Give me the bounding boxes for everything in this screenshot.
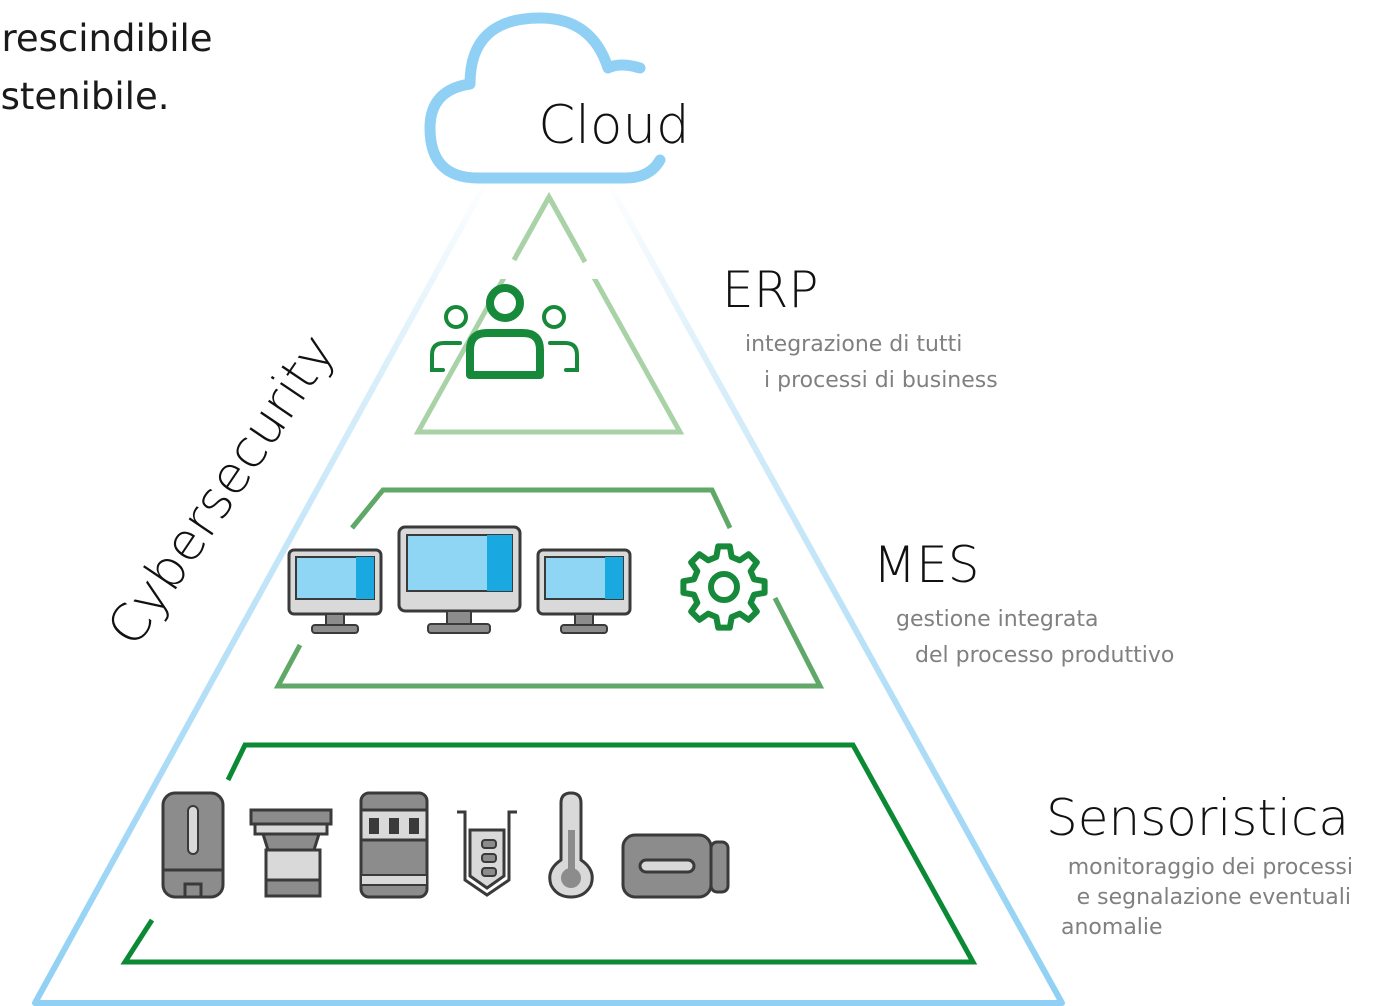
- erp-desc-line-1: integrazione di tutti: [745, 332, 962, 357]
- sensoristica-title: Sensoristica: [1046, 789, 1349, 847]
- intro-text: prescindibile ostenibile.: [0, 10, 213, 126]
- level-probe-icon: [457, 810, 517, 897]
- sensoristica-layer: [120, 742, 978, 965]
- mes-desc-line-1: gestione integrata: [896, 607, 1098, 632]
- monitor-icon: [287, 548, 383, 634]
- cloud-icon: Cloud: [424, 12, 698, 184]
- erp-desc-line-2: i processi di business: [764, 368, 998, 393]
- users-group-icon: [430, 284, 579, 379]
- terminal-block-icon: [359, 791, 429, 899]
- cloud-label: Cloud: [538, 95, 689, 156]
- intro-line-2: ostenibile.: [0, 75, 170, 118]
- monitor-icon: [397, 525, 522, 634]
- thermometer-icon: [548, 791, 594, 899]
- encoder-sensor-icon: [621, 833, 730, 899]
- monitor-icon: [536, 548, 632, 634]
- mes-layer: [273, 487, 825, 689]
- flow-sensor-icon: [249, 808, 333, 898]
- mes-desc-line-2: del processo produttivo: [915, 643, 1174, 668]
- sensoristica-desc-line-3: anomalie: [1061, 915, 1163, 940]
- erp-layer: [413, 191, 685, 435]
- proximity-sensor-icon: [161, 791, 225, 899]
- erp-title: ERP: [722, 261, 818, 319]
- sensoristica-desc-line-1: monitoraggio dei processi: [1068, 855, 1353, 880]
- gear-icon: [680, 543, 768, 631]
- sensoristica-desc-line-2: e segnalazione eventuali: [1077, 885, 1351, 910]
- outer-pyramid: [32, 172, 1065, 1006]
- mes-title: MES: [873, 536, 979, 594]
- intro-line-1: prescindibile: [0, 17, 213, 60]
